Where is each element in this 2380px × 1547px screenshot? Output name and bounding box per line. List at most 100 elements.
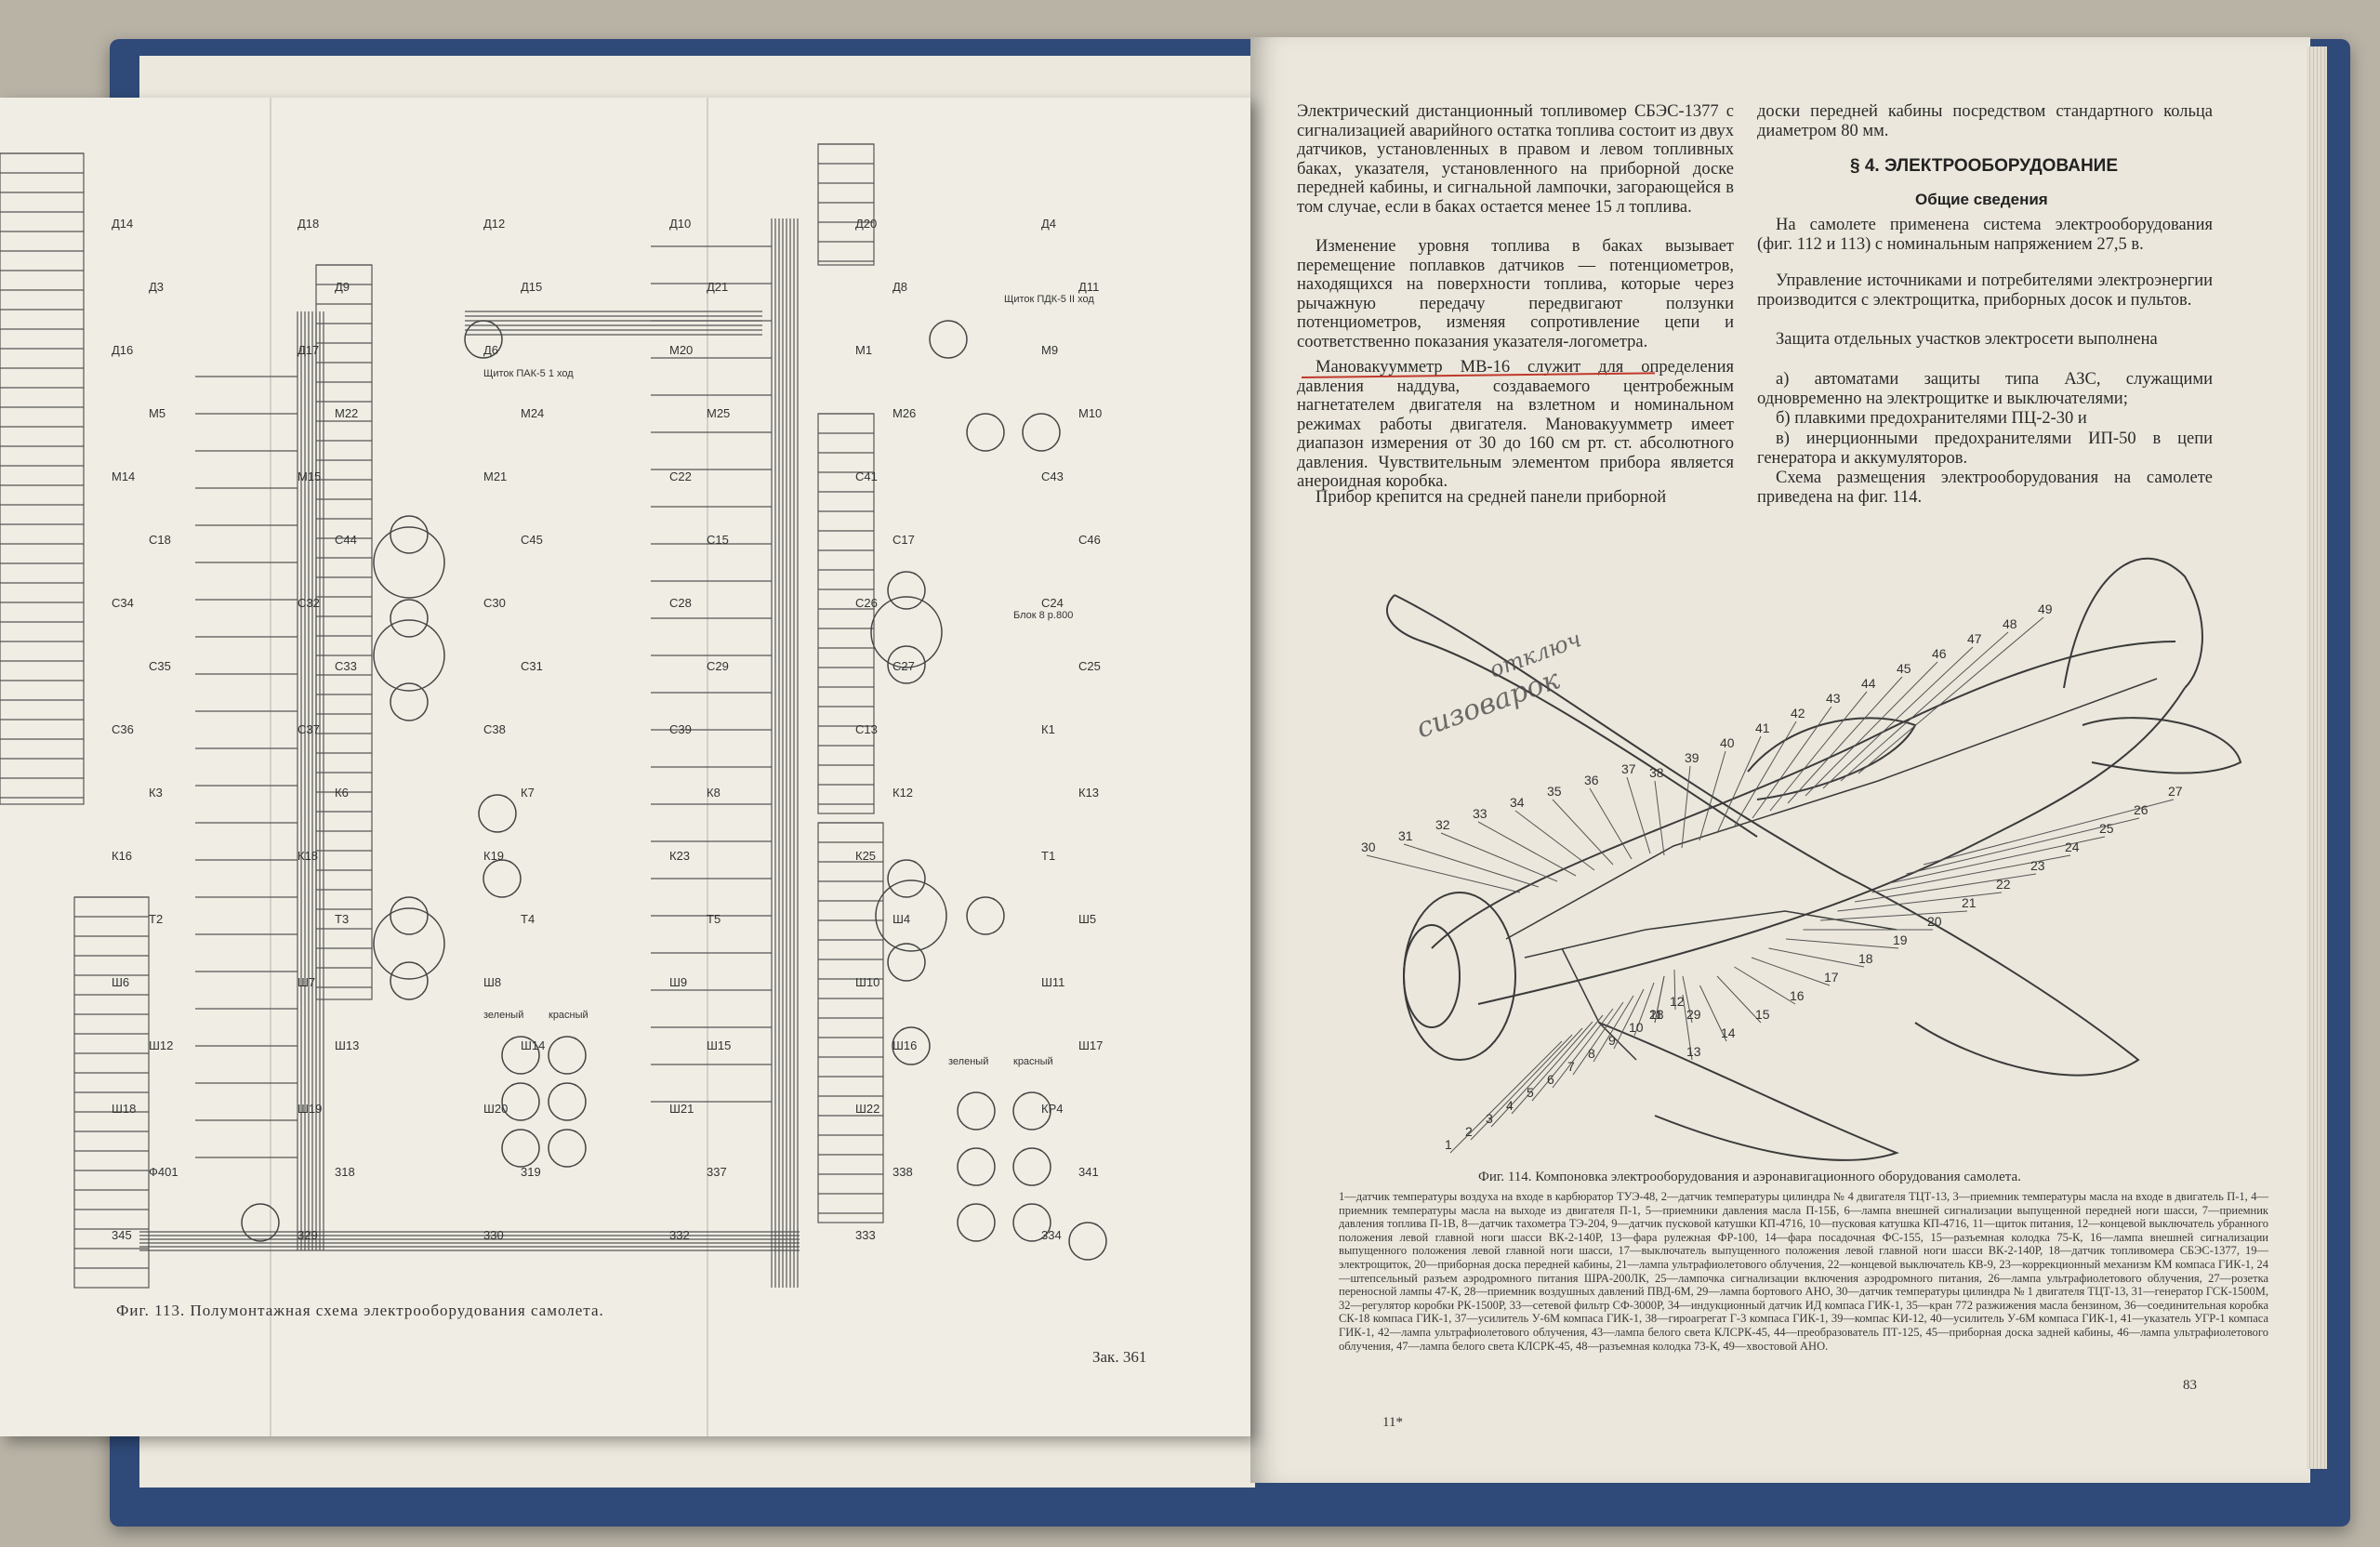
- paragraph-fuel-gauge: Электрический дистанционный топливомер С…: [1297, 102, 1735, 217]
- component-symbol: [1012, 1203, 1051, 1242]
- schematic-label: М24: [521, 406, 544, 420]
- schematic-label: Ш4: [892, 912, 910, 926]
- schematic-label: Ш21: [669, 1102, 694, 1116]
- component-symbol: [1022, 413, 1061, 452]
- schematic-label: М20: [669, 343, 693, 357]
- schematic-note: красный: [549, 1010, 588, 1021]
- schematic-label: Ш15: [707, 1038, 731, 1052]
- page-edges: [2307, 46, 2327, 1469]
- schematic-label: К12: [892, 786, 913, 800]
- callout-number: 7: [1567, 1059, 1575, 1074]
- component-symbol: [390, 682, 429, 721]
- paragraph-control: Управление источниками и потребителями э…: [1757, 271, 2213, 310]
- callout-number: 6: [1547, 1072, 1554, 1087]
- schematic-label: Д21: [707, 280, 728, 294]
- component-symbol: [957, 1147, 996, 1186]
- callout-number: 39: [1685, 750, 1699, 765]
- schematic-label: Т4: [521, 912, 535, 926]
- schematic-label: С18: [149, 533, 171, 547]
- schematic-label: 338: [892, 1165, 913, 1179]
- schematic-label: К18: [298, 849, 318, 863]
- schematic-note: Блок 8 р.800: [1013, 610, 1073, 621]
- schematic-label: Ш22: [855, 1102, 879, 1116]
- callout-number: 34: [1510, 795, 1525, 810]
- schematic-label: Т2: [149, 912, 163, 926]
- callout-number: 26: [2134, 802, 2149, 817]
- schematic-label: 329: [298, 1228, 318, 1242]
- callout-number: 16: [1790, 988, 1805, 1003]
- callout-number: 27: [2168, 784, 2183, 799]
- component-symbol: [501, 1036, 540, 1075]
- callout-number: 4: [1506, 1098, 1514, 1113]
- callout-number: 24: [2065, 840, 2080, 854]
- page-number: 83: [2183, 1378, 2197, 1393]
- component-symbol: [464, 320, 503, 359]
- callout-number: 23: [2030, 858, 2045, 873]
- right-page: [1250, 37, 2327, 1483]
- component-symbol: [548, 1082, 587, 1121]
- schematic-label: С13: [855, 722, 878, 736]
- schematic-label: Ш14: [521, 1038, 545, 1052]
- schematic-label: Ш13: [335, 1038, 359, 1052]
- callout-number: 33: [1473, 806, 1488, 821]
- schematic-label: Д6: [483, 343, 498, 357]
- schematic-label: М1: [855, 343, 872, 357]
- schematic-note: красный: [1013, 1056, 1053, 1067]
- component-symbol: [241, 1203, 280, 1242]
- callout-number: 15: [1755, 1007, 1770, 1022]
- schematic-label: К23: [669, 849, 690, 863]
- schematic-label: М9: [1041, 343, 1058, 357]
- schematic-label: К6: [335, 786, 349, 800]
- schematic-label: К8: [707, 786, 721, 800]
- schematic-label: М15: [298, 469, 321, 483]
- callout-number: 13: [1686, 1044, 1701, 1059]
- component-symbol: [501, 1082, 540, 1121]
- gauge-symbol: [875, 879, 947, 952]
- schematic-label: С38: [483, 722, 506, 736]
- paragraph-fuel-level: Изменение уровня топлива в баках вызывае…: [1297, 237, 1734, 351]
- callout-number: 44: [1861, 676, 1876, 691]
- schematic-label: С17: [892, 533, 915, 547]
- schematic-label: 345: [112, 1228, 132, 1242]
- component-symbol: [548, 1129, 587, 1168]
- paragraph-mounting: Прибор крепится на средней панели прибор…: [1316, 488, 1667, 507]
- section-title: § 4. ЭЛЕКТРООБОРУДОВАНИЕ: [1850, 156, 2118, 176]
- schematic-label: С24: [1041, 596, 1064, 610]
- schematic-label: 330: [483, 1228, 504, 1242]
- callout-number: 37: [1621, 761, 1636, 776]
- component-symbol: [887, 943, 926, 982]
- schematic-label: Ф401: [149, 1165, 178, 1179]
- callout-number: 42: [1791, 706, 1805, 721]
- schematic-label: Д12: [483, 217, 505, 231]
- gauge-symbol: [373, 619, 445, 692]
- schematic-label: С46: [1078, 533, 1101, 547]
- component-symbol: [501, 1129, 540, 1168]
- callout-number: 10: [1629, 1020, 1644, 1035]
- callout-number: 1: [1445, 1137, 1452, 1152]
- schematic-label: Ш16: [892, 1038, 917, 1052]
- figure-114-caption: Фиг. 114. Компоновка электрооборудования…: [1478, 1170, 2021, 1184]
- schematic-label: С30: [483, 596, 506, 610]
- callout-number: 21: [1962, 895, 1977, 910]
- schematic-label: КР4: [1041, 1102, 1063, 1116]
- schematic-label: 318: [335, 1165, 355, 1179]
- schematic-label: М26: [892, 406, 916, 420]
- aircraft-layout-figure: 1234567891011121314151617181920212223242…: [1361, 557, 2242, 1161]
- schematic-label: М21: [483, 469, 507, 483]
- callout-number: 9: [1608, 1033, 1616, 1048]
- schematic-label: 332: [669, 1228, 690, 1242]
- schematic-label: С25: [1078, 659, 1101, 673]
- component-symbol: [1012, 1147, 1051, 1186]
- schematic-label: С37: [298, 722, 320, 736]
- schematic-label: К1: [1041, 722, 1055, 736]
- figure-113-caption: Фиг. 113. Полумонтажная схема электрообо…: [116, 1302, 604, 1319]
- subheading: Общие сведения: [1915, 191, 2048, 208]
- schematic-label: Ш9: [669, 975, 687, 989]
- schematic-note: зеленый: [948, 1056, 988, 1067]
- schematic-label: Ш8: [483, 975, 501, 989]
- schematic-label: Ш7: [298, 975, 315, 989]
- schematic-label: Ш12: [149, 1038, 173, 1052]
- schematic-label: 319: [521, 1165, 541, 1179]
